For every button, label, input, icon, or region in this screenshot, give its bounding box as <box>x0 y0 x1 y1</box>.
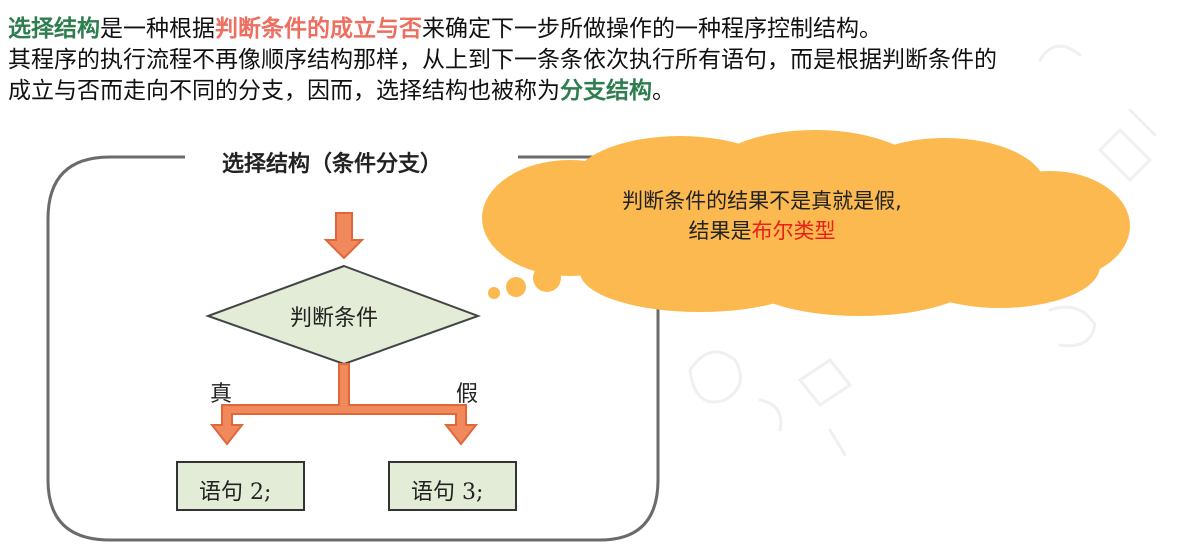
statement-true-box <box>176 461 305 511</box>
panel-title: 选择结构（条件分支） <box>218 146 447 178</box>
entry-arrow <box>323 212 365 260</box>
bubble-line-2-start: 结果是 <box>688 219 752 243</box>
statement-true-label: 语句 2; <box>199 480 272 505</box>
term-selection-structure: 选择结构 <box>8 16 100 42</box>
bubble-text: 判断条件的结果不是真就是假, 结果是布尔类型 <box>552 186 972 246</box>
false-branch-label: 假 <box>456 382 479 407</box>
term-branch-structure: 分支结构 <box>560 78 652 104</box>
term-condition: 判断条件的成立与否 <box>215 16 422 42</box>
intro-line-1: 选择结构是一种根据判断条件的成立与否来确定下一步所做操作的一种程序控制结构。 <box>8 14 1184 45</box>
intro-line-1-end: 来确定下一步所做操作的一种程序控制结构。 <box>422 16 882 42</box>
intro-paragraph: 选择结构是一种根据判断条件的成立与否来确定下一步所做操作的一种程序控制结构。 其… <box>8 14 1184 107</box>
condition-label: 判断条件 <box>290 306 379 331</box>
bubble-line-2: 结果是布尔类型 <box>552 216 972 246</box>
statement-false-label: 语句 3; <box>411 480 484 505</box>
intro-line-3: 成立与否而走向不同的分支，因而，选择结构也被称为分支结构。 <box>8 76 1184 107</box>
bubble-line-1: 判断条件的结果不是真就是假, <box>622 189 902 213</box>
panel-frame <box>46 155 660 542</box>
branch-connector <box>209 363 479 446</box>
intro-line-3-start: 成立与否而走向不同的分支，因而，选择结构也被称为 <box>8 78 560 104</box>
statement-false-box <box>388 461 517 511</box>
intro-line-1-mid: 是一种根据 <box>100 16 215 42</box>
thought-cloud <box>482 130 1130 316</box>
boolean-type-highlight: 布尔类型 <box>751 219 836 243</box>
intro-line-3-end: 。 <box>652 78 675 104</box>
intro-line-2: 其程序的执行流程不再像顺序结构那样，从上到下一条条依次执行所有语句，而是根据判断… <box>8 47 997 73</box>
true-branch-label: 真 <box>210 382 233 407</box>
